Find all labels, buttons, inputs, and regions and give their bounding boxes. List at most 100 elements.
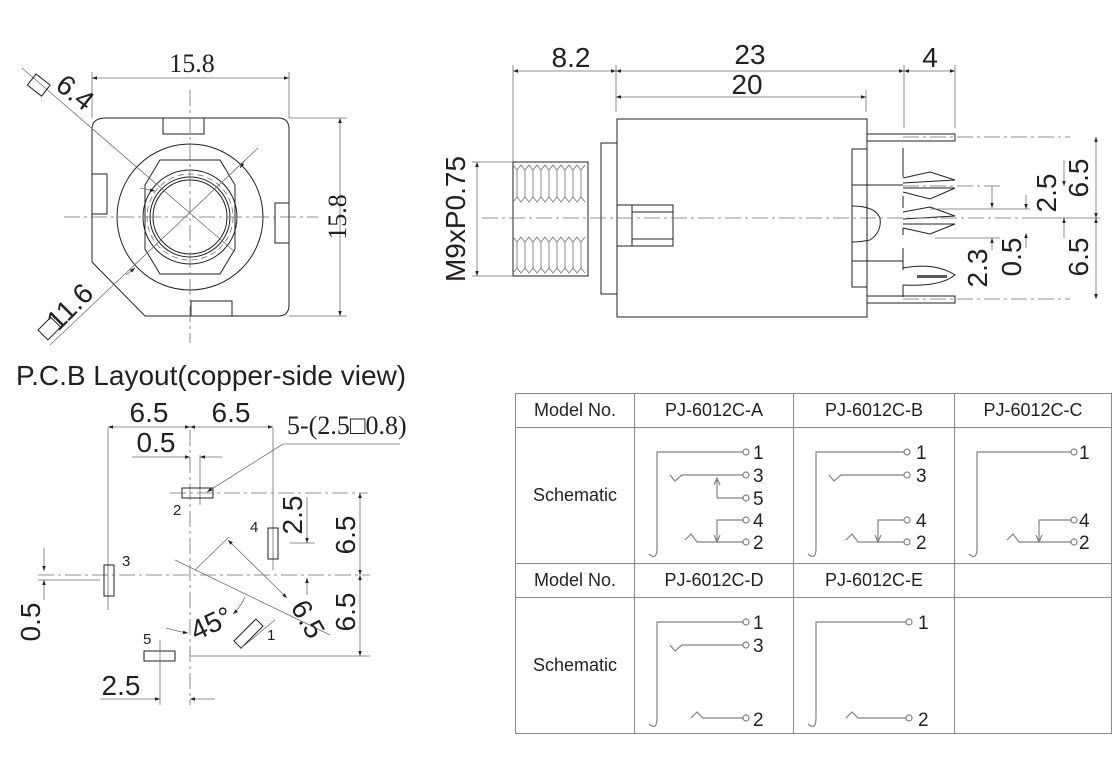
tab-right — [274, 202, 290, 244]
row-label-schematic: Schematic — [515, 597, 635, 734]
dim-8-2: 8.2 — [552, 42, 591, 73]
table-row: Schematic 1 3 5 4 2 — [515, 427, 1112, 564]
pcb-dim-0-5-top: 0.5 — [137, 427, 176, 458]
schematic-c: 1 4 2 — [954, 427, 1112, 564]
flange — [600, 142, 618, 295]
pcb-layout: 2 4 3 5 1 6.5 45° 6.5 6.5 0.5 5-(2.5□0.8… — [15, 397, 407, 705]
row-label-model: Model No. — [515, 393, 635, 428]
pin-label: 4 — [753, 511, 764, 532]
pcb-dim-6-5-lower: 6.5 — [330, 593, 361, 632]
front-height-dim: 15.8 — [323, 194, 352, 240]
pin-label: 3 — [753, 636, 764, 657]
model-name-empty — [954, 563, 1112, 598]
schematic-b: 1 3 4 2 — [793, 427, 955, 564]
pcb-dim-0-5-left: 0.5 — [15, 603, 46, 642]
schematic-a: 1 3 5 4 2 — [634, 427, 794, 564]
dim-23: 23 — [734, 39, 765, 70]
tab-left — [91, 173, 108, 215]
front-view: 15.8 15.8 6.4 11.6 — [21, 49, 352, 346]
model-name-a: PJ-6012C-A — [634, 393, 794, 428]
pin-label-3: 3 — [122, 553, 130, 570]
pin-top — [866, 133, 956, 142]
pin-label-4: 4 — [250, 519, 258, 536]
schematic-e-diagram: 1 2 — [807, 613, 929, 731]
rear-dome — [851, 205, 881, 243]
terminal-pins — [866, 133, 956, 304]
pad-3 — [103, 564, 115, 597]
schematic-d-diagram: 1 3 2 — [648, 613, 764, 731]
schematic-b-diagram: 1 3 4 2 — [807, 443, 927, 558]
pin-label-1: 1 — [267, 627, 275, 644]
front-hex-dim: 6.4 — [50, 68, 100, 116]
model-name-b: PJ-6012C-B — [793, 393, 955, 428]
pcb-dim-2-5-bottom: 2.5 — [102, 670, 141, 701]
pin-label: 1 — [1079, 443, 1090, 464]
pcb-dim-6-5-upper: 6.5 — [330, 516, 361, 555]
offset-2-3: 2.3 — [962, 249, 993, 288]
pin-label: 1 — [918, 613, 929, 634]
pin-label: 4 — [1079, 511, 1090, 532]
row-label-model: Model No. — [515, 563, 635, 598]
pcb-dim-right-6-5: 6.5 — [212, 397, 251, 428]
schematic-a-diagram: 1 3 5 4 2 — [648, 443, 764, 558]
pin-spacing-upper: 6.5 — [1063, 159, 1094, 198]
square-symbol-icon — [37, 316, 62, 341]
front-body-outline — [91, 117, 290, 317]
pcb-diagonal-dim: 6.5 — [285, 595, 331, 644]
square-symbol-icon — [26, 73, 51, 97]
pin-label: 2 — [1079, 533, 1090, 554]
model-name-d: PJ-6012C-D — [634, 563, 794, 598]
tab-top — [162, 117, 205, 135]
pin-label: 2 — [753, 533, 764, 554]
table-row: Model No. PJ-6012C-A PJ-6012C-B PJ-6012C… — [515, 393, 1112, 428]
pin-spring — [902, 265, 956, 286]
inner-plug — [631, 204, 674, 247]
pin-label-5: 5 — [143, 631, 151, 648]
pin-label: 2 — [916, 533, 927, 554]
offset-0-5: 0.5 — [996, 238, 1027, 277]
offset-2-5: 2.5 — [1031, 174, 1062, 213]
schematic-c-diagram: 1 4 2 — [968, 443, 1090, 558]
pin-label: 3 — [916, 466, 927, 487]
pad-5 — [143, 650, 176, 662]
tab-bottom — [190, 300, 233, 317]
pcb-dim-2-5-vertical: 2.5 — [277, 496, 308, 535]
hex-nut — [144, 159, 236, 275]
model-name-e: PJ-6012C-E — [793, 563, 955, 598]
side-view: 8.2 23 20 4 M9xP0.75 6.5 6.5 2.5 0.5 2.3 — [440, 39, 1100, 318]
front-width-dim: 15.8 — [169, 49, 215, 78]
pcb-layout-title: P.C.B Layout(copper-side view) — [16, 360, 407, 391]
pin-label: 1 — [753, 443, 764, 464]
pin-label: 1 — [753, 613, 764, 634]
model-schematic-table: Model No. PJ-6012C-A PJ-6012C-B PJ-6012C… — [515, 393, 1112, 734]
pin-label: 2 — [918, 710, 929, 731]
rear-block — [851, 119, 868, 317]
table-row: Model No. PJ-6012C-D PJ-6012C-E — [515, 563, 1112, 598]
pcb-angle: 45° — [185, 600, 236, 646]
pin-label: 2 — [753, 710, 764, 731]
pin-label-2: 2 — [173, 502, 181, 519]
dim-4: 4 — [922, 42, 938, 73]
pad-2 — [181, 487, 214, 499]
pin-fork-upper — [902, 171, 956, 200]
dim-20: 20 — [731, 69, 762, 100]
pcb-hole-note: 5-(2.5□0.8) — [287, 411, 407, 440]
pin-label: 4 — [916, 511, 927, 532]
table-row: Schematic 1 3 2 1 2 — [515, 597, 1112, 734]
pin-bottom — [866, 295, 956, 304]
thread-teeth — [512, 164, 586, 274]
schematic-d: 1 3 2 — [634, 597, 794, 734]
pad-1 — [233, 618, 264, 649]
pin-label: 5 — [753, 489, 764, 510]
row-label-schematic: Schematic — [515, 427, 635, 564]
schematic-empty — [954, 597, 1112, 734]
model-name-c: PJ-6012C-C — [954, 393, 1112, 428]
pin-spacing-lower: 6.5 — [1063, 238, 1094, 277]
pin-fork-middle — [902, 206, 956, 235]
schematic-e: 1 2 — [793, 597, 955, 734]
pin-label: 1 — [916, 443, 927, 464]
front-body-dim: 11.6 — [40, 277, 99, 336]
thread-spec: M9xP0.75 — [440, 156, 471, 282]
thread-bushing — [512, 161, 589, 277]
